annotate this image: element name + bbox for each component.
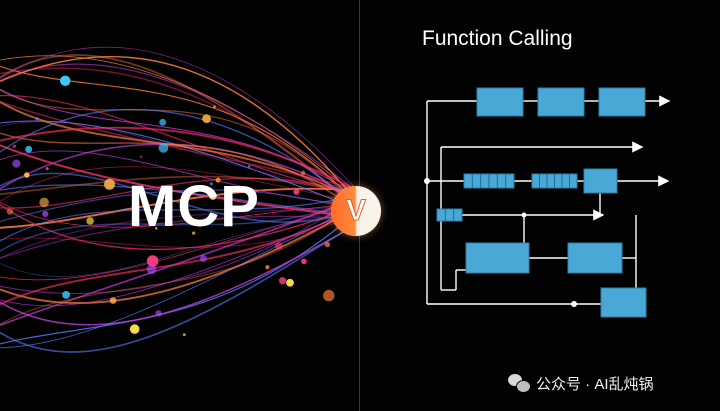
glow-dot — [210, 182, 213, 186]
process-block — [476, 87, 524, 117]
flow-line — [0, 55, 360, 200]
process-block — [537, 87, 585, 117]
flow-line — [0, 184, 360, 218]
flow-line — [0, 65, 360, 208]
glow-dot — [109, 297, 117, 304]
glow-dot — [12, 159, 21, 168]
process-block — [583, 168, 618, 194]
flow-line — [0, 175, 360, 197]
junction-dot — [424, 178, 430, 184]
flow-line — [0, 89, 360, 212]
glow-dot — [146, 255, 159, 267]
function-calling-flow-diagram — [424, 87, 671, 318]
queue-block — [436, 208, 463, 222]
flow-line — [0, 88, 360, 200]
glow-dot — [62, 291, 70, 299]
flow-line — [0, 108, 360, 209]
glow-dot — [192, 231, 196, 235]
glow-dot — [6, 208, 14, 215]
junction-dot — [571, 301, 577, 307]
flow-line — [0, 205, 360, 305]
function-calling-title: Function Calling — [422, 27, 573, 50]
connector-lines — [426, 95, 671, 305]
vs-badge: V — [331, 186, 381, 236]
glow-dot — [248, 165, 251, 168]
glow-dot — [209, 193, 217, 200]
flow-line — [0, 46, 360, 195]
process-block — [600, 287, 647, 318]
flow-line — [0, 214, 360, 277]
glow-dot — [301, 258, 307, 265]
flow-line — [0, 150, 360, 205]
flow-line — [0, 132, 360, 215]
glow-dot — [59, 75, 71, 87]
junction-dot — [521, 212, 527, 218]
glow-dot — [24, 172, 30, 178]
glow-dot — [140, 155, 143, 158]
glow-dot — [42, 210, 49, 218]
flow-line — [0, 211, 360, 248]
flow-line — [0, 203, 360, 251]
flow-line — [0, 94, 360, 196]
flow-line — [0, 120, 360, 211]
glow-dot — [323, 289, 335, 302]
glow-dot — [158, 143, 169, 153]
glow-dot — [25, 145, 33, 153]
glow-dot — [155, 310, 162, 317]
flow-line — [0, 126, 360, 194]
flow-line — [0, 55, 360, 207]
glow-dot — [146, 264, 157, 275]
process-block — [567, 242, 623, 274]
flow-line — [0, 199, 360, 325]
glow-dot — [12, 144, 16, 148]
flow-line — [0, 193, 360, 242]
mcp-title: MCP — [128, 174, 260, 239]
glow-dot — [129, 324, 140, 334]
flow-line — [0, 172, 360, 223]
flow-line — [0, 205, 360, 259]
flow-line — [0, 187, 360, 229]
glow-dot — [265, 265, 270, 270]
glow-dot — [45, 167, 49, 171]
process-block — [598, 87, 646, 117]
glow-dot — [300, 170, 306, 176]
glow-dot — [200, 255, 207, 262]
glow-dot — [104, 178, 115, 190]
watermark: 公众号 · AI乱炖锅 — [508, 372, 654, 394]
glow-dot — [182, 333, 186, 336]
glow-dot — [35, 117, 39, 121]
glow-dot — [159, 118, 167, 126]
glow-dot — [293, 188, 300, 195]
glow-dot — [275, 242, 283, 250]
flow-line — [0, 209, 360, 307]
glow-dot — [86, 217, 94, 225]
flow-line — [0, 201, 360, 228]
glow-dot — [213, 105, 216, 109]
glow-dot — [324, 241, 330, 248]
flow-line — [0, 144, 360, 220]
glow-dot — [279, 277, 287, 285]
vs-badge-label: V — [345, 194, 366, 228]
flow-line — [0, 201, 360, 281]
mcp-flow-lines-artwork — [0, 46, 360, 353]
process-block — [465, 242, 530, 274]
wechat-icon — [508, 374, 531, 393]
flow-line — [0, 198, 360, 253]
glow-dot — [39, 197, 49, 208]
glow-dot — [215, 177, 221, 183]
process-blocks — [465, 87, 647, 318]
glow-dot — [286, 278, 294, 287]
queue-blocks — [436, 173, 578, 222]
glow-dot — [202, 114, 212, 124]
flow-line — [0, 166, 360, 204]
watermark-text: 公众号 · AI乱炖锅 — [536, 375, 654, 393]
flow-line — [0, 220, 360, 353]
junction-dots — [424, 178, 577, 307]
badge-orange-half — [331, 186, 381, 236]
glow-dot — [155, 227, 158, 230]
